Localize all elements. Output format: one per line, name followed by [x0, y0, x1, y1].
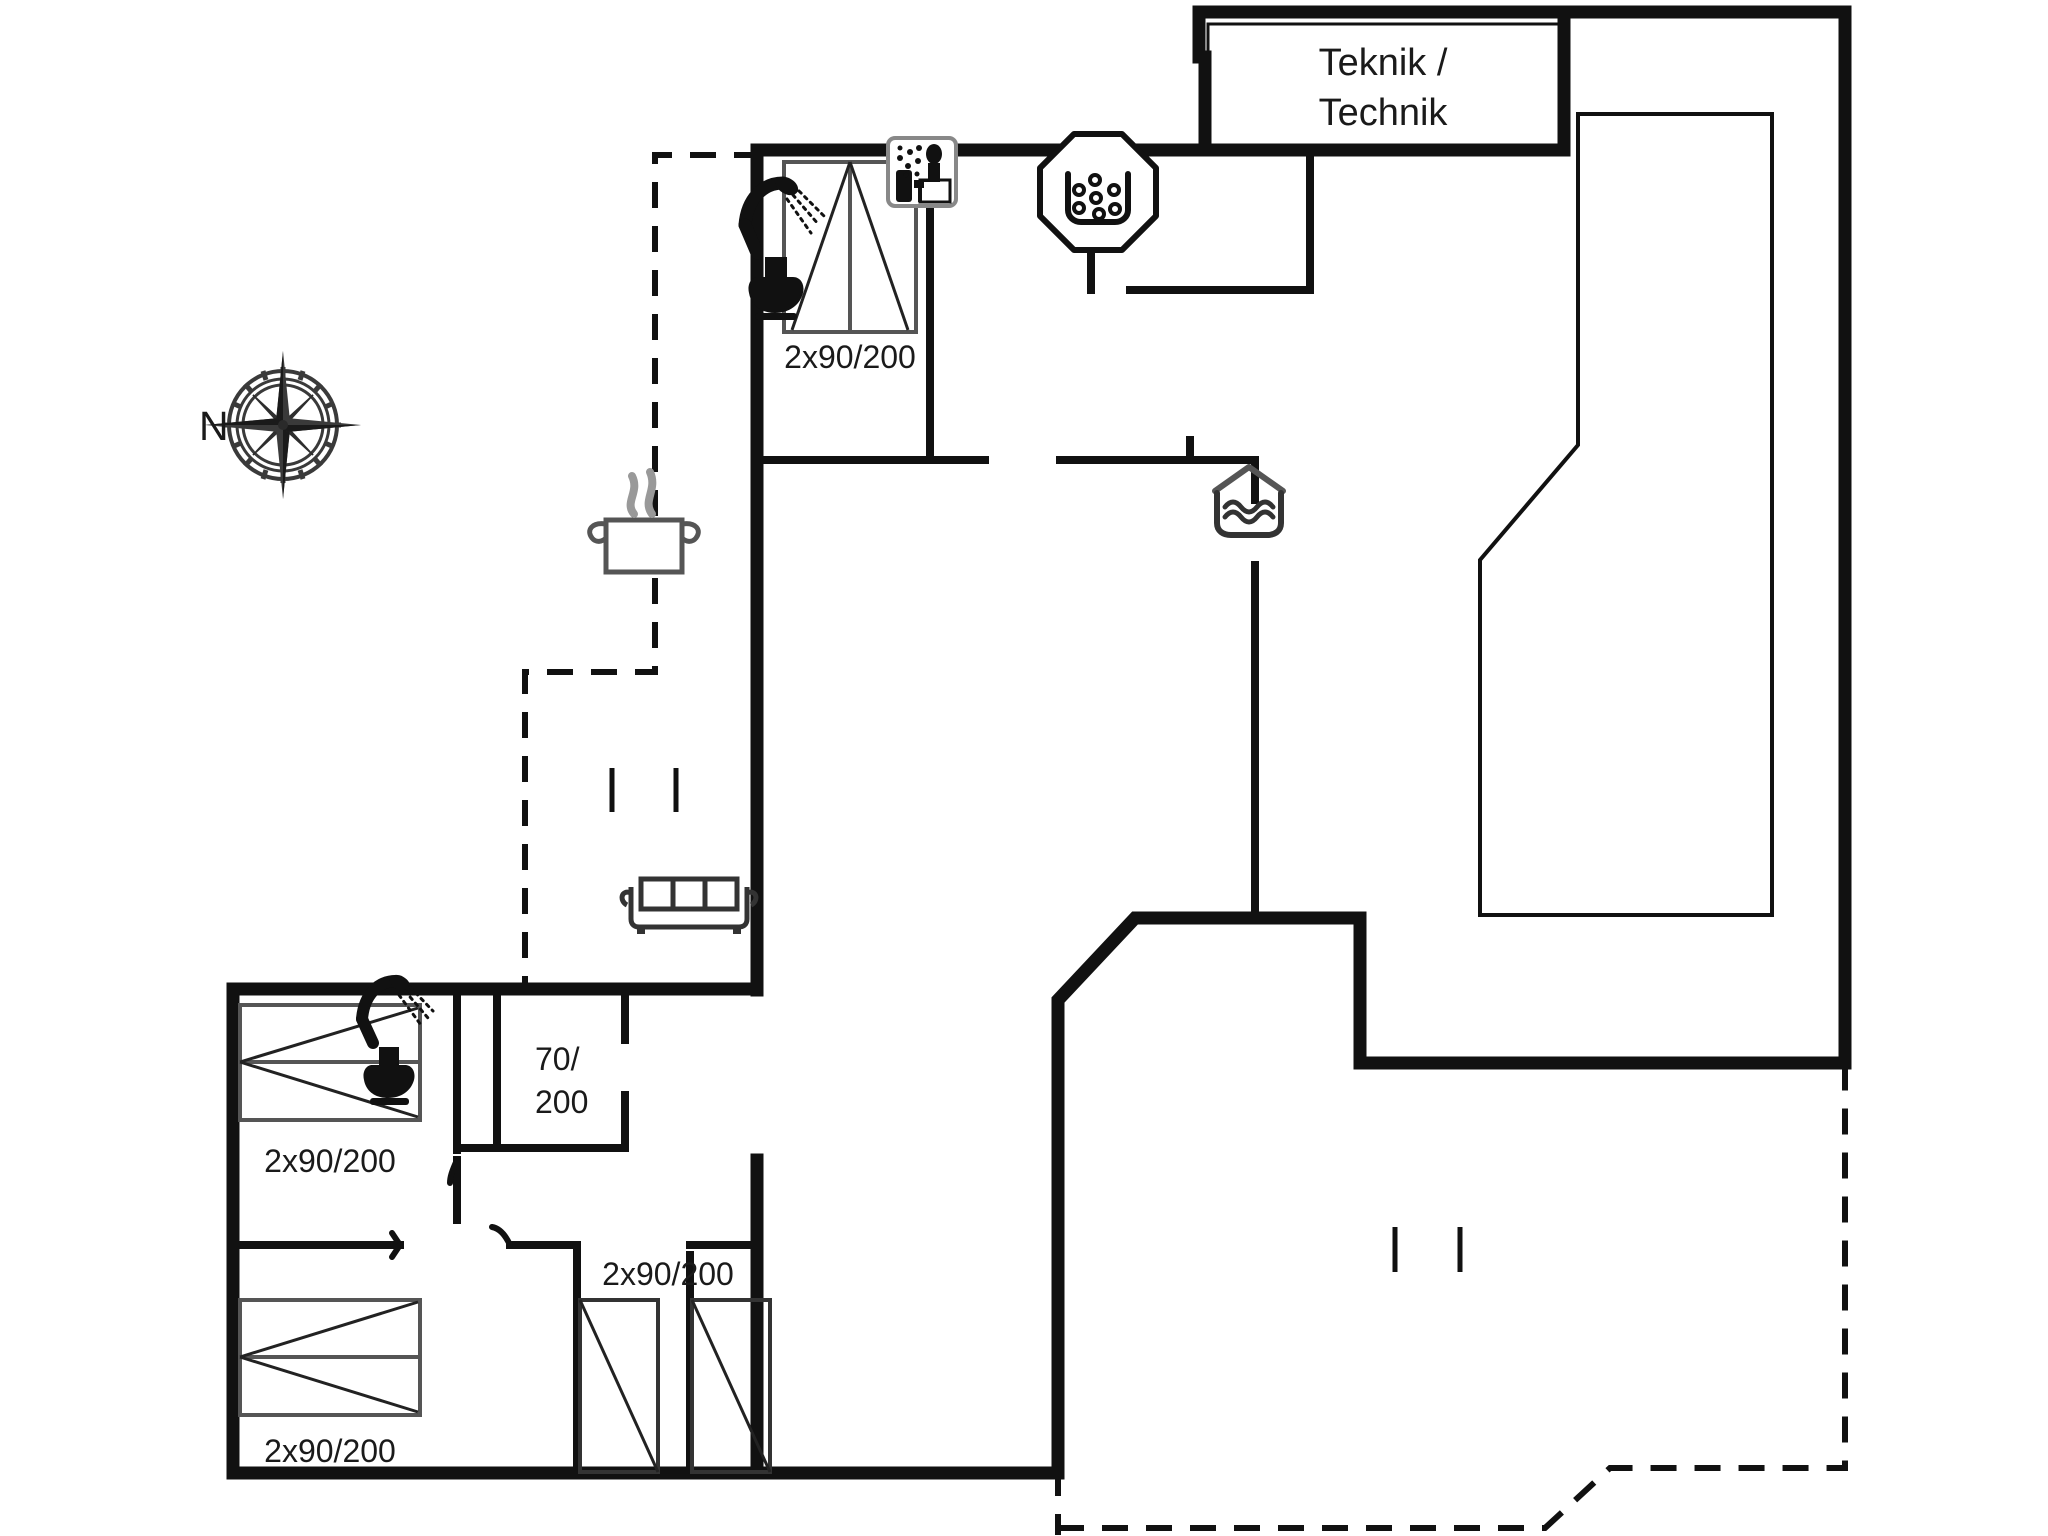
bed-label-top-bedroom: 2x90/200	[784, 339, 916, 375]
bed-left-lower	[238, 1298, 422, 1417]
bed-bottom-middle-left	[578, 1298, 660, 1474]
pool-outline	[1478, 112, 1774, 917]
teknik-room-box	[1206, 22, 1561, 147]
bed-top-bedroom	[782, 160, 918, 334]
room-label-teknik-line2: Technik	[1319, 92, 1449, 134]
north-arrow-compass-rose	[205, 351, 361, 499]
terrace-outline-dashed	[522, 152, 1848, 1535]
sofa-icon	[619, 876, 759, 934]
whirlpool-icon	[1037, 131, 1159, 253]
door-openings	[389, 1157, 513, 1260]
room-label-teknik-line1: Teknik /	[1319, 42, 1448, 84]
bunk-bed-label-line2: 200	[535, 1084, 588, 1120]
bed-label-left-upper: 2x90/200	[264, 1143, 396, 1179]
sauna-icon	[886, 136, 958, 208]
cooking-pot-icon	[587, 468, 701, 575]
bed-bottom-middle-right	[690, 1298, 772, 1474]
bed-label-left-lower: 2x90/200	[264, 1433, 396, 1469]
bunk-bed-label-line1: 70/	[535, 1041, 580, 1077]
shower-toilet-icon	[738, 176, 827, 320]
indoor-pool-icon	[1212, 464, 1286, 538]
compass-north-label: N	[199, 403, 229, 449]
bed-label-bottom-middle: 2x90/200	[602, 1256, 734, 1292]
terrace-plank-ticks	[609, 768, 1463, 1272]
shower-toilet-icon-lower	[356, 974, 435, 1105]
